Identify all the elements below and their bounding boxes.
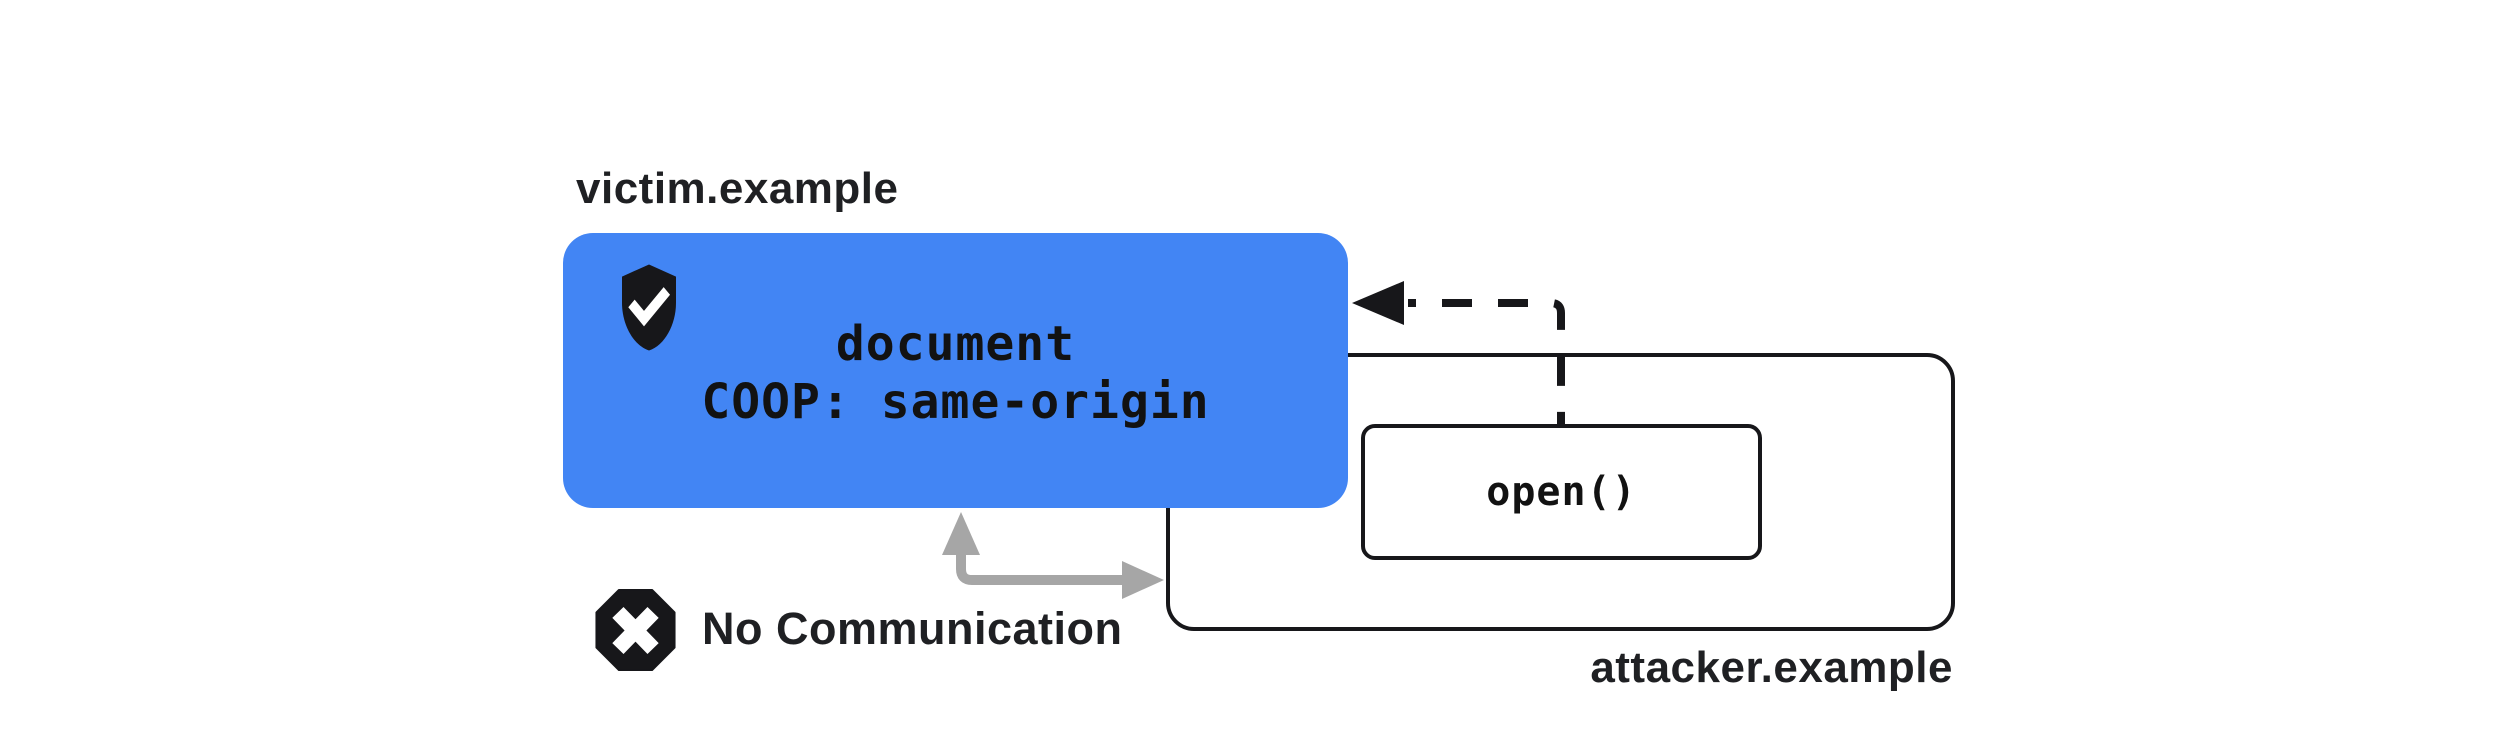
victim-domain-label: victim.example <box>576 164 899 213</box>
x-octagon-icon <box>594 588 677 672</box>
blocked-communication-arrow <box>942 512 1164 599</box>
attacker-domain-label: attacker.example <box>1590 643 1953 692</box>
shield-check-icon <box>609 258 689 355</box>
no-communication-label: No Communication <box>702 603 1123 654</box>
open-call-box: open() <box>1361 424 1762 560</box>
coop-header-line: COOP: same-origin <box>701 374 1210 430</box>
document-line: document <box>835 316 1076 372</box>
open-call-label: open() <box>1486 469 1637 515</box>
